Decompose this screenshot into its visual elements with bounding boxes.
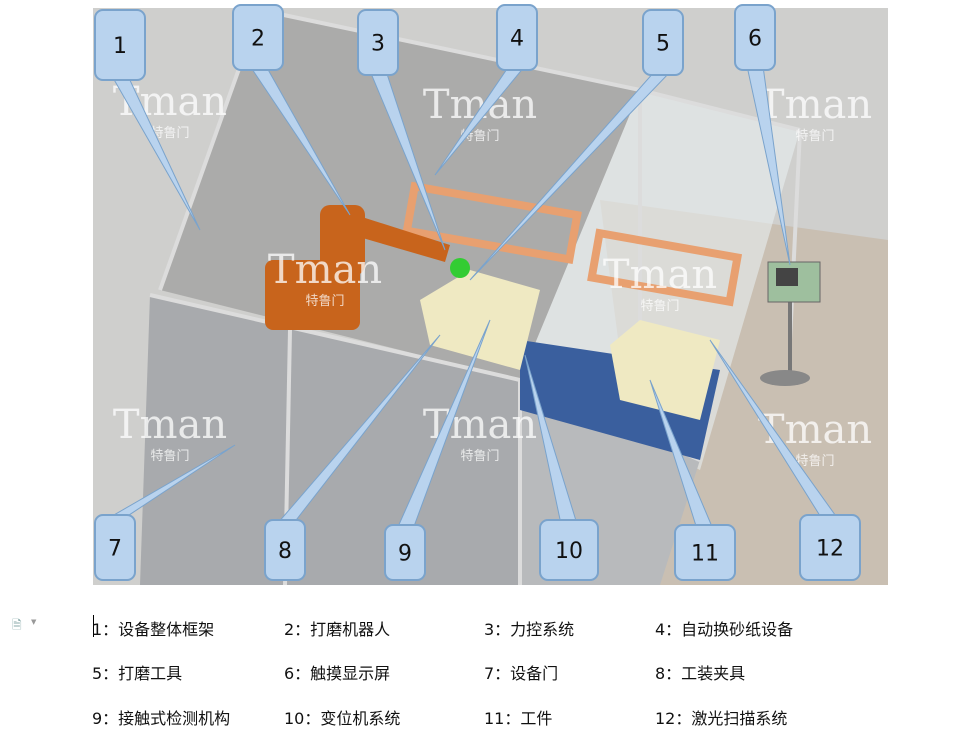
legend-item: 3：力控系统	[484, 620, 575, 639]
callout-5: 5	[469, 9, 684, 281]
callout-4: 4	[434, 4, 538, 176]
callout-8: 8	[264, 334, 441, 581]
callout-number: 6	[748, 27, 762, 52]
callout-box	[357, 9, 399, 76]
legend-item: 10：变位机系统	[284, 709, 401, 728]
callout-number: 2	[251, 27, 265, 52]
legend-item: 6：触摸显示屏	[284, 664, 391, 683]
chevron-down-icon[interactable]: ▼	[31, 618, 37, 626]
legend-item: 4：自动换砂纸设备	[655, 620, 794, 639]
callout-7: 7	[94, 444, 236, 581]
svg-text:特鲁门: 特鲁门	[305, 294, 344, 309]
callout-9: 9	[384, 319, 491, 581]
svg-text:特鲁门: 特鲁门	[795, 454, 834, 469]
callout-1: 1	[94, 9, 201, 231]
workpiece-right	[610, 320, 720, 420]
svg-text:特鲁门: 特鲁门	[150, 126, 189, 141]
callout-box	[799, 514, 861, 581]
callout-number: 10	[555, 539, 583, 564]
callout-box	[496, 4, 538, 71]
legend-item: 7：设备门	[484, 664, 559, 683]
callout-number: 12	[816, 537, 844, 562]
callout-number: 8	[278, 539, 292, 564]
callout-number: 1	[113, 34, 127, 59]
callout-box	[94, 514, 136, 581]
callout-number: 3	[371, 32, 385, 57]
sandpaper-changer-left	[402, 181, 582, 265]
svg-text:特鲁门: 特鲁门	[795, 129, 834, 144]
enclosure-front-panel	[140, 295, 520, 585]
touch-screen	[760, 261, 821, 386]
svg-text:Tman: Tman	[603, 252, 717, 298]
callout-number: 5	[656, 32, 670, 57]
callout-box	[384, 524, 426, 581]
legend-item: 5：打磨工具	[92, 664, 183, 683]
svg-text:特鲁门: 特鲁门	[150, 449, 189, 464]
callout-box	[734, 4, 776, 71]
svg-text:Tman: Tman	[758, 407, 872, 453]
svg-text:特鲁门: 特鲁门	[640, 299, 679, 314]
legend-item: 2：打磨机器人	[284, 620, 391, 639]
callout-3: 3	[357, 9, 446, 251]
callout-12: 12	[709, 339, 861, 581]
callout-box	[264, 519, 306, 581]
callout-box	[642, 9, 684, 76]
legend-item: 1：设备整体框架	[92, 620, 215, 639]
callout-number: 7	[108, 537, 122, 562]
svg-text:特鲁门: 特鲁门	[460, 449, 499, 464]
svg-text:Tman: Tman	[113, 402, 227, 448]
callout-2: 2	[232, 4, 351, 216]
callout-box	[674, 524, 736, 581]
grinding-robot	[265, 205, 470, 330]
callout-number: 4	[510, 27, 524, 52]
callout-11: 11	[649, 379, 736, 581]
legend-item: 9：接触式检测机构	[92, 709, 231, 728]
svg-text:Tman: Tman	[268, 247, 382, 293]
svg-text:Tman: Tman	[758, 82, 872, 128]
text-cursor	[93, 615, 94, 637]
sandpaper-changer-right	[587, 228, 743, 307]
legend-item: 8：工装夹具	[655, 664, 746, 683]
callout-number: 9	[398, 542, 412, 567]
callout-box	[232, 4, 284, 71]
workpiece-left	[420, 270, 540, 370]
legend-item: 11：工件	[484, 709, 553, 728]
callout-box	[94, 9, 146, 81]
callout-10: 10	[524, 354, 599, 581]
callout-6: 6	[734, 4, 791, 266]
document-icon[interactable]: 🗎	[12, 618, 22, 632]
legend-item: 12：激光扫描系统	[655, 709, 788, 728]
callout-box	[539, 519, 599, 581]
callout-number: 11	[691, 542, 719, 567]
